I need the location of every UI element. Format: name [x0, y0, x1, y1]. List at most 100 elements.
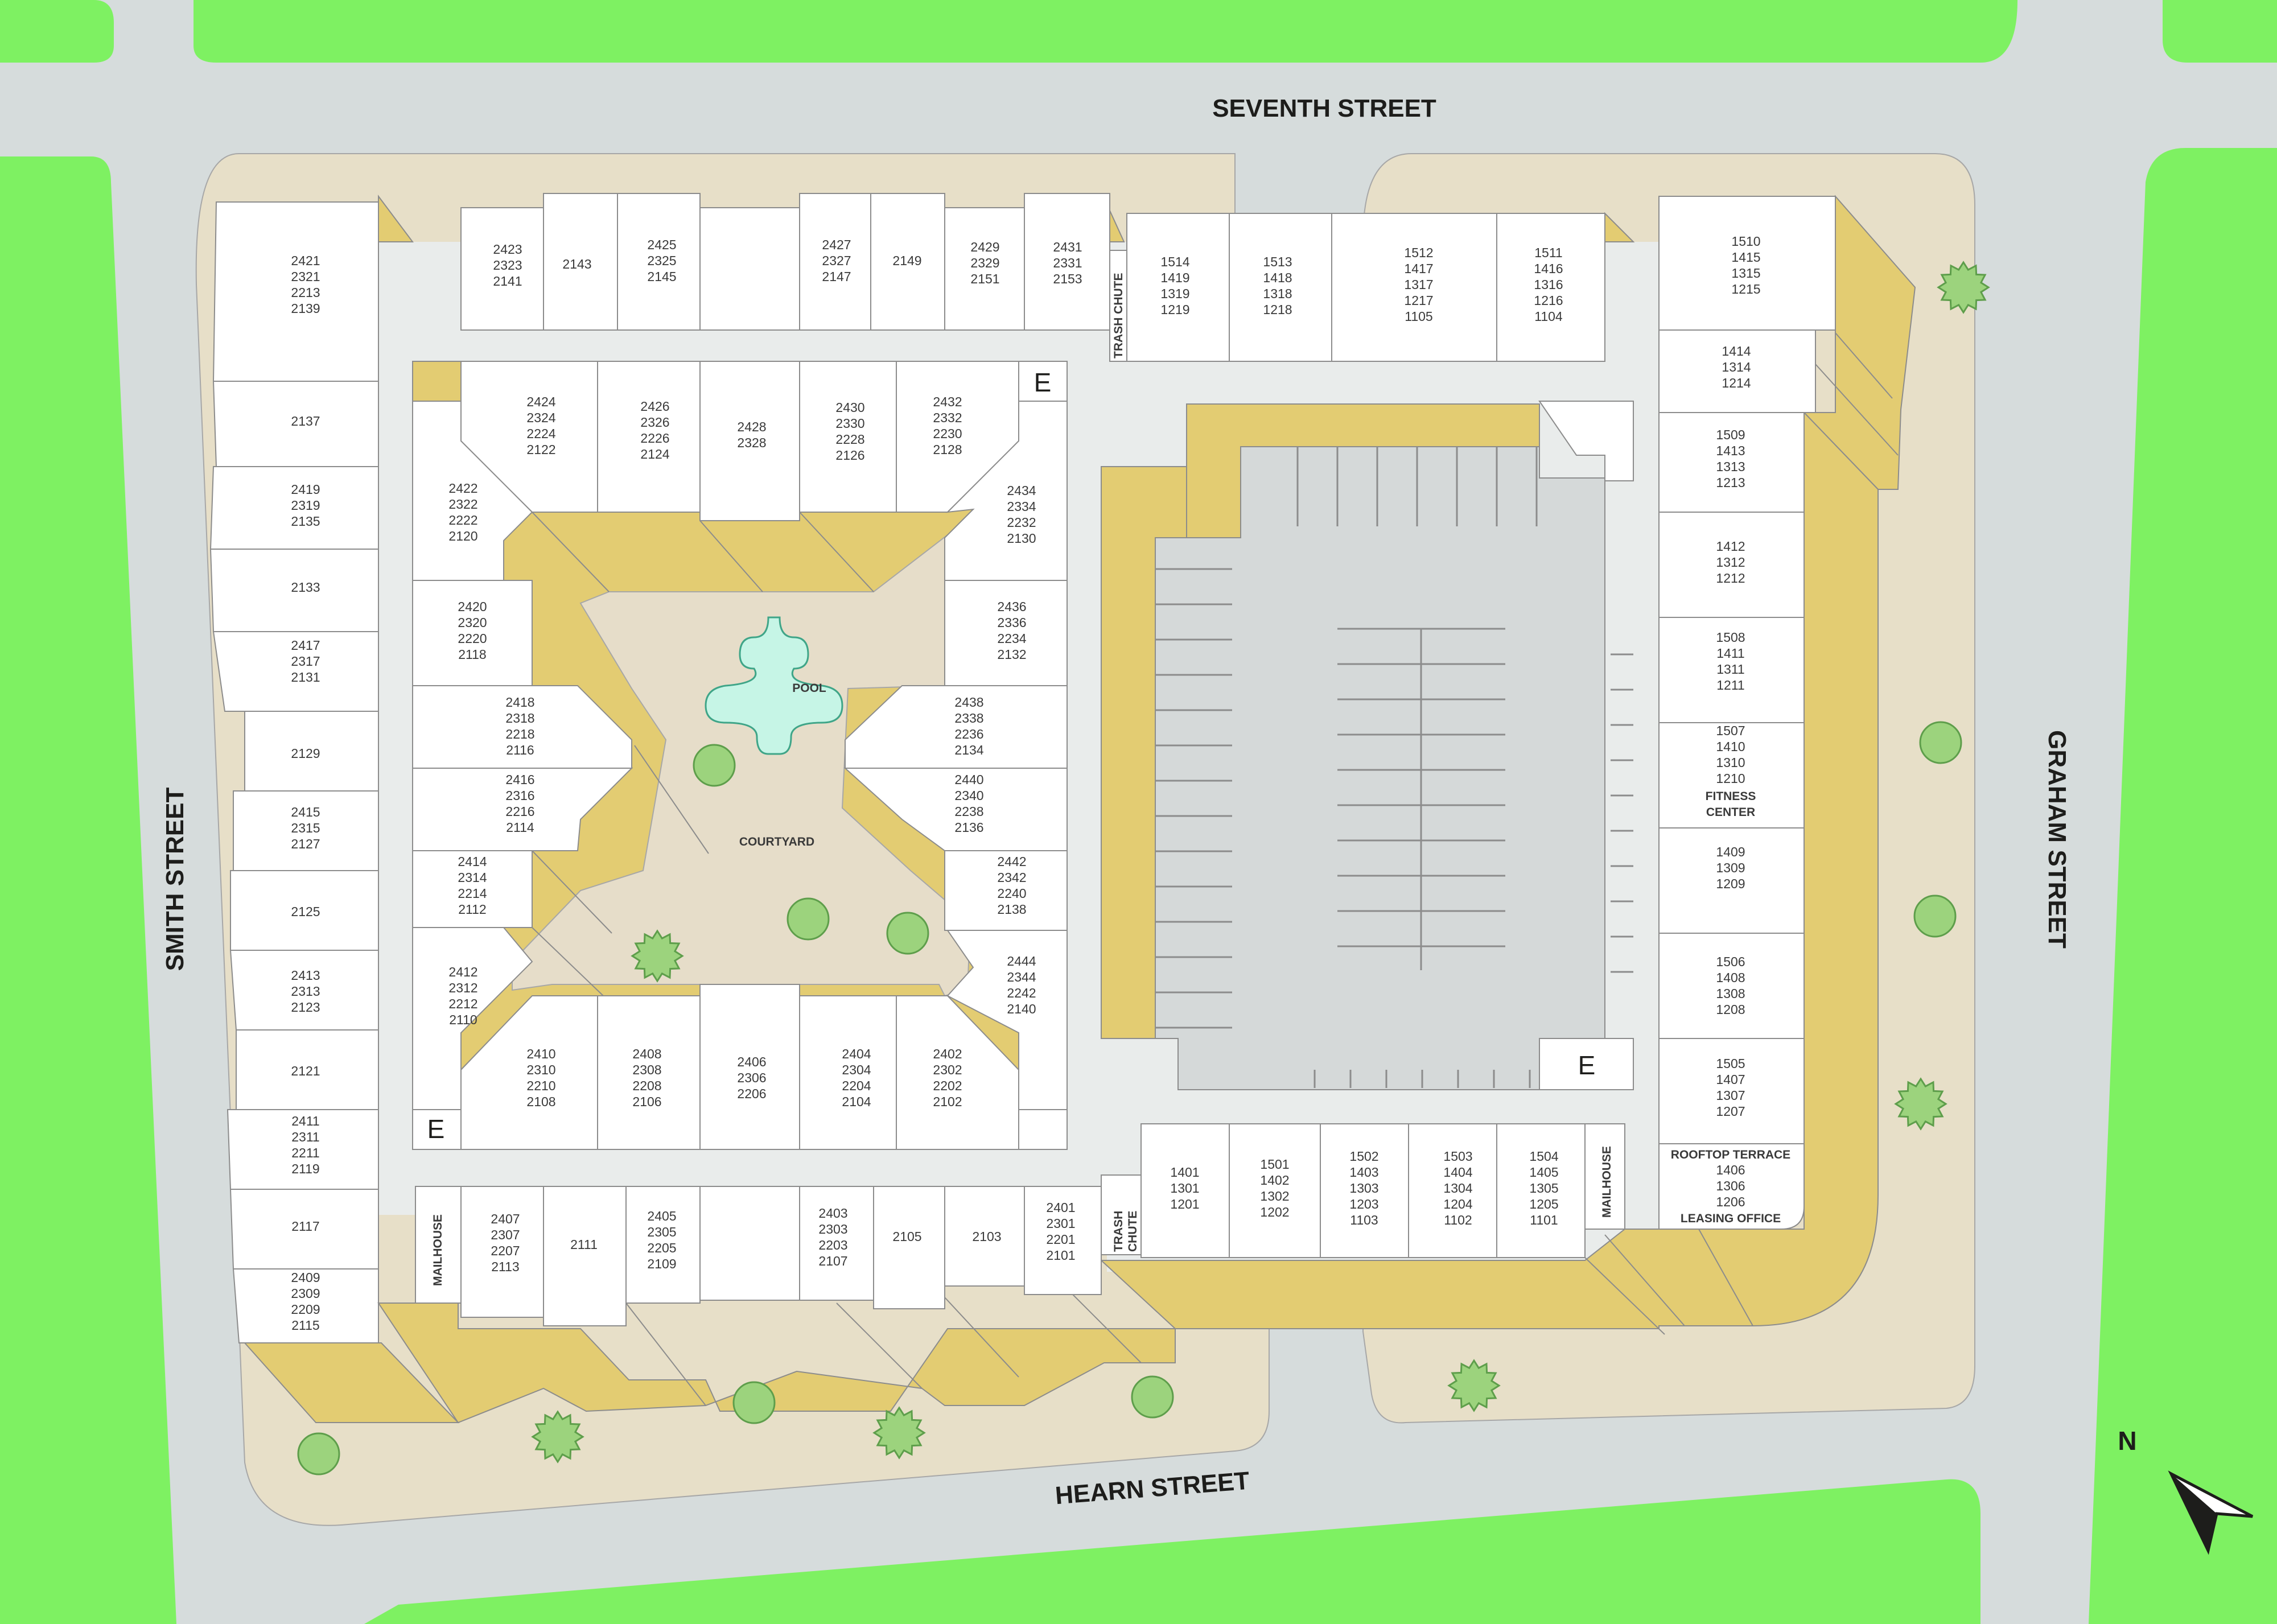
- unit-1414[interactable]: 1414: [1722, 344, 1751, 358]
- unit-2206[interactable]: 2206: [737, 1086, 766, 1101]
- unit-2407[interactable]: 2407: [491, 1211, 520, 1226]
- unit-1214[interactable]: 1214: [1722, 376, 1751, 390]
- unit-1316[interactable]: 1316: [1534, 277, 1563, 292]
- unit-2131[interactable]: 2131: [291, 670, 320, 685]
- unit-2330[interactable]: 2330: [835, 416, 864, 431]
- unit-2119[interactable]: 2119: [291, 1161, 319, 1176]
- unit-1305[interactable]: 1305: [1529, 1181, 1558, 1196]
- unit-1306[interactable]: 1306: [1716, 1178, 1745, 1193]
- unit-1417[interactable]: 1417: [1404, 261, 1433, 276]
- unit-2440[interactable]: 2440: [954, 772, 983, 787]
- unit-2427[interactable]: 2427: [822, 237, 851, 252]
- unit-1502[interactable]: 1502: [1349, 1149, 1378, 1164]
- unit-1213[interactable]: 1213: [1716, 475, 1745, 490]
- unit-2205[interactable]: 2205: [647, 1240, 676, 1255]
- elevator-marker-garage[interactable]: E: [1578, 1050, 1596, 1080]
- unit-2123[interactable]: 2123: [291, 1000, 320, 1015]
- unit-1208[interactable]: 1208: [1716, 1002, 1745, 1017]
- unit-1304[interactable]: 1304: [1443, 1181, 1472, 1196]
- unit-1509[interactable]: 1509: [1716, 427, 1745, 442]
- unit-2108[interactable]: 2108: [526, 1094, 555, 1109]
- unit-2212[interactable]: 2212: [448, 996, 477, 1011]
- unit-1412[interactable]: 1412: [1716, 539, 1745, 554]
- unit-2318[interactable]: 2318: [505, 711, 534, 726]
- unit-1102[interactable]: 1102: [1444, 1213, 1472, 1227]
- unit-2328[interactable]: 2328: [737, 435, 766, 450]
- unit-2428[interactable]: 2428: [737, 419, 766, 434]
- unit-2418[interactable]: 2418: [505, 695, 534, 710]
- unit-2105[interactable]: 2105: [892, 1229, 921, 1244]
- unit-2316[interactable]: 2316: [505, 788, 534, 803]
- unit-2404[interactable]: 2404: [842, 1046, 871, 1061]
- unit-2230[interactable]: 2230: [933, 426, 962, 441]
- unit-1215[interactable]: 1215: [1731, 282, 1760, 296]
- unit-1105[interactable]: 1105: [1405, 309, 1432, 324]
- unit-2139[interactable]: 2139: [291, 301, 320, 316]
- unit-2413[interactable]: 2413: [291, 968, 320, 983]
- unit-2409[interactable]: 2409: [291, 1270, 320, 1285]
- unit-2207[interactable]: 2207: [491, 1243, 520, 1258]
- unit-2432[interactable]: 2432: [933, 394, 962, 409]
- unit-2132[interactable]: 2132: [997, 647, 1026, 662]
- unit-1406[interactable]: 1406: [1716, 1163, 1745, 1177]
- unit-1104[interactable]: 1104: [1534, 309, 1563, 324]
- unit-2153[interactable]: 2153: [1053, 271, 1082, 286]
- unit-1101[interactable]: 1101: [1530, 1213, 1558, 1227]
- unit-2334[interactable]: 2334: [1007, 499, 1036, 514]
- unit-2410[interactable]: 2410: [526, 1046, 555, 1061]
- unit-2201[interactable]: 2201: [1046, 1232, 1075, 1247]
- unit-2114[interactable]: 2114: [506, 820, 534, 835]
- unit-2125[interactable]: 2125: [291, 904, 320, 919]
- unit-2438[interactable]: 2438: [954, 695, 983, 710]
- unit-2111[interactable]: 2111: [570, 1237, 598, 1252]
- unit-1314[interactable]: 1314: [1722, 360, 1751, 374]
- unit-2107[interactable]: 2107: [818, 1254, 847, 1268]
- leasing-office-label[interactable]: LEASING OFFICE: [1681, 1212, 1781, 1225]
- unit-2120[interactable]: 2120: [448, 529, 477, 543]
- unit-1209[interactable]: 1209: [1716, 876, 1745, 891]
- unit-1207[interactable]: 1207: [1716, 1104, 1745, 1119]
- unit-2228[interactable]: 2228: [835, 432, 864, 447]
- unit-1303[interactable]: 1303: [1349, 1181, 1378, 1196]
- unit-1219[interactable]: 1219: [1160, 302, 1189, 317]
- unit-1210[interactable]: 1210: [1716, 771, 1745, 786]
- unit-1312[interactable]: 1312: [1716, 555, 1745, 570]
- unit-2313[interactable]: 2313: [291, 984, 320, 999]
- unit-1507[interactable]: 1507: [1716, 723, 1745, 738]
- unit-2112[interactable]: 2112: [458, 902, 486, 917]
- unit-1204[interactable]: 1204: [1443, 1197, 1472, 1211]
- unit-2340[interactable]: 2340: [954, 788, 983, 803]
- unit-2326[interactable]: 2326: [640, 415, 669, 430]
- unit-1206[interactable]: 1206: [1716, 1194, 1745, 1209]
- unit-1416[interactable]: 1416: [1534, 261, 1563, 276]
- unit-1413[interactable]: 1413: [1716, 443, 1745, 458]
- unit-2424[interactable]: 2424: [526, 394, 555, 409]
- unit-1319[interactable]: 1319: [1160, 286, 1189, 301]
- unit-2220[interactable]: 2220: [458, 631, 487, 646]
- unit-2216[interactable]: 2216: [505, 804, 534, 819]
- unit-2306[interactable]: 2306: [737, 1070, 766, 1085]
- unit-2308[interactable]: 2308: [632, 1062, 661, 1077]
- unit-1514[interactable]: 1514: [1160, 254, 1189, 269]
- unit-2218[interactable]: 2218: [505, 727, 534, 741]
- unit-2213[interactable]: 2213: [291, 285, 320, 300]
- unit-2103[interactable]: 2103: [972, 1229, 1001, 1244]
- fitness-center-label-1[interactable]: FITNESS: [1706, 790, 1756, 803]
- unit-2222[interactable]: 2222: [448, 513, 477, 527]
- unit-1405[interactable]: 1405: [1529, 1165, 1558, 1180]
- unit-2311[interactable]: 2311: [291, 1130, 319, 1144]
- unit-2417[interactable]: 2417: [291, 638, 320, 653]
- unit-2412[interactable]: 2412: [448, 964, 477, 979]
- unit-2436[interactable]: 2436: [997, 599, 1026, 614]
- unit-2304[interactable]: 2304: [842, 1062, 871, 1077]
- unit-2117[interactable]: 2117: [291, 1219, 319, 1234]
- unit-2429[interactable]: 2429: [970, 240, 999, 254]
- unit-2401[interactable]: 2401: [1046, 1200, 1075, 1215]
- unit-1103[interactable]: 1103: [1350, 1213, 1378, 1227]
- unit-2113[interactable]: 2113: [491, 1259, 519, 1274]
- unit-1309[interactable]: 1309: [1716, 860, 1745, 875]
- unit-1308[interactable]: 1308: [1716, 986, 1745, 1001]
- courtyard-label[interactable]: COURTYARD: [739, 835, 814, 848]
- unit-2143[interactable]: 2143: [562, 257, 591, 271]
- unit-2115[interactable]: 2115: [291, 1318, 319, 1333]
